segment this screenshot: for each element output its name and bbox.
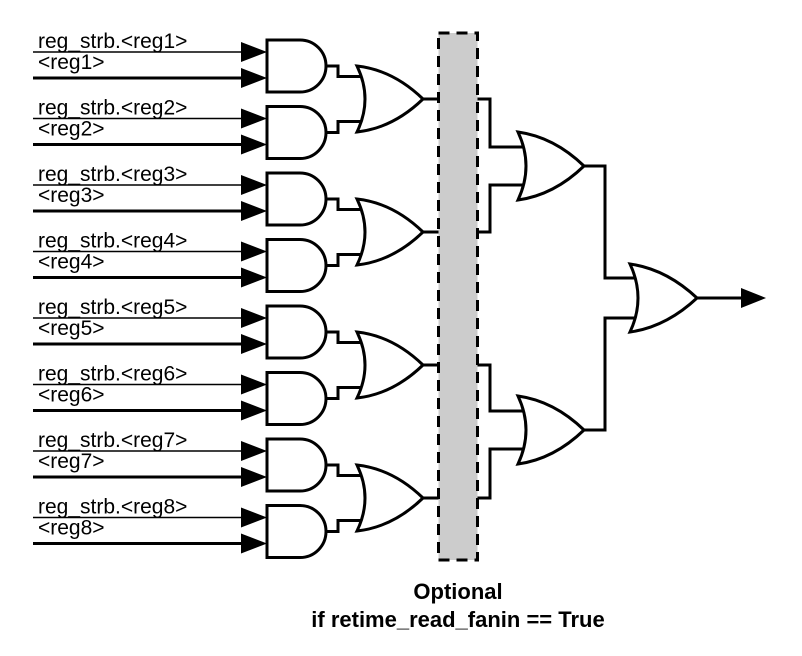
and2-to-or-wire (326, 120, 368, 134)
and-gate-8 (265, 504, 328, 559)
or-gate-l1-3 (354, 330, 426, 400)
and-gate-4 (265, 238, 328, 293)
data-label-8: <reg8> (38, 517, 105, 540)
input-channel-8 (33, 507, 368, 554)
and-gate-3 (265, 171, 328, 227)
data-label-4: <reg4> (38, 251, 105, 274)
strobe-label-5: reg_strb.<reg5> (38, 296, 187, 319)
input-channel-7 (33, 441, 368, 487)
arrowhead-icon (241, 175, 267, 195)
arrowhead-icon (241, 374, 267, 395)
data-label-2: <reg2> (38, 118, 105, 141)
arrowhead-icon (241, 108, 267, 129)
and5-to-or-wire (326, 330, 368, 344)
and1-to-or-wire (326, 64, 368, 78)
labels-layer: reg_strb.<reg1> <reg1> reg_strb.<reg2> <… (38, 30, 187, 540)
and-gate-5 (265, 304, 328, 360)
strobe-label-3: reg_strb.<reg3> (38, 163, 187, 186)
arrowhead-icon (241, 267, 267, 288)
input-channel-6 (33, 374, 368, 421)
input-channel-3 (33, 175, 368, 221)
arrowhead-icon (241, 533, 267, 554)
or-gate-l1-4 (354, 463, 426, 533)
arrowhead-icon (241, 68, 267, 88)
arrowhead-icon (241, 507, 267, 528)
arrowhead-icon (241, 241, 267, 262)
arrowhead-icon (241, 400, 267, 421)
or-gate-l2-1 (515, 130, 587, 202)
data-label-7: <reg7> (38, 450, 105, 473)
gates-layer (265, 38, 700, 559)
and4-to-or-wire (326, 253, 368, 267)
data-label-5: <reg5> (38, 317, 105, 340)
strobe-label-7: reg_strb.<reg7> (38, 429, 187, 452)
data-label-3: <reg3> (38, 184, 105, 207)
or-gate-l1-2 (354, 197, 426, 267)
input-channel-2 (33, 108, 368, 155)
and8-to-or-wire (326, 519, 368, 533)
strobe-label-1: reg_strb.<reg1> (38, 30, 187, 53)
data-label-6: <reg6> (38, 384, 105, 407)
data-label-1: <reg1> (38, 51, 105, 74)
caption-line-2: if retime_read_fanin == True (311, 607, 604, 632)
or-l2-1-to-final-wire (584, 164, 644, 280)
arrowhead-icon (241, 441, 267, 461)
input-channel-5 (33, 308, 368, 354)
arrowhead-icon (241, 334, 267, 354)
or-l2-2-to-final-wire (584, 316, 644, 432)
and3-to-or-wire (326, 197, 368, 211)
or-gate-l2-2 (515, 394, 587, 466)
arrowhead-icon (241, 467, 267, 487)
and-gate-7 (265, 437, 328, 493)
strobe-label-6: reg_strb.<reg6> (38, 363, 187, 386)
input-channel-4 (33, 241, 368, 288)
optional-region-box (437, 31, 479, 562)
arrowhead-icon (241, 201, 267, 221)
or-gate-final (627, 262, 700, 334)
and-gate-1 (265, 38, 328, 94)
and6-to-or-wire (326, 386, 368, 400)
input-channel-1 (33, 42, 368, 88)
strobe-label-2: reg_strb.<reg2> (38, 97, 187, 120)
output-arrowhead-icon (741, 288, 766, 308)
arrowhead-icon (241, 42, 267, 62)
caption-line-1: Optional (413, 579, 502, 604)
and-gate-6 (265, 371, 328, 426)
arrowhead-icon (241, 134, 267, 155)
and-gate-2 (265, 105, 328, 160)
strobe-label-8: reg_strb.<reg8> (38, 496, 187, 519)
or-gate-l1-1 (354, 64, 426, 134)
strobe-label-4: reg_strb.<reg4> (38, 230, 187, 253)
and7-to-or-wire (326, 463, 368, 477)
arrowhead-icon (241, 308, 267, 328)
wires-layer (33, 42, 766, 554)
